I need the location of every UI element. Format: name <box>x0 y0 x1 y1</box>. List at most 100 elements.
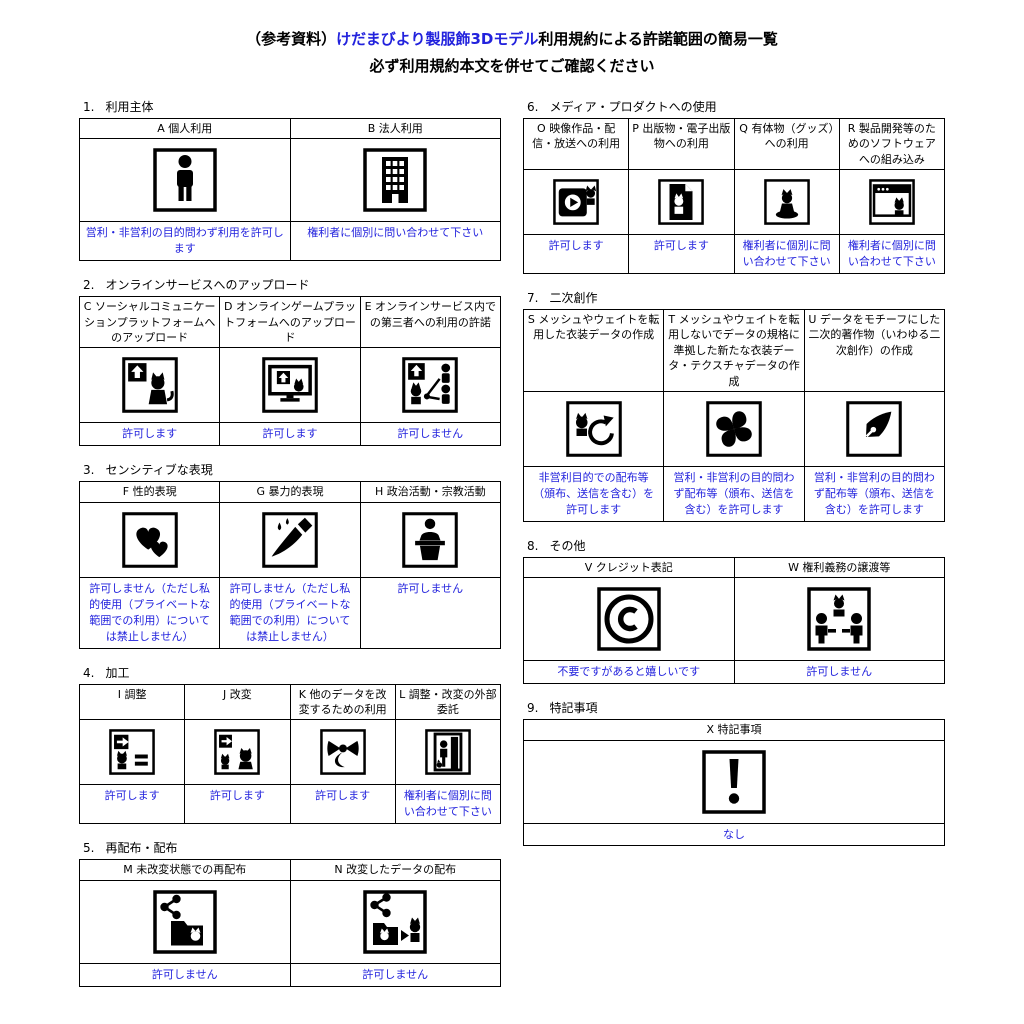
section-heading: 8. その他 <box>527 537 945 554</box>
outsource-door-icon <box>394 719 502 786</box>
title-prefix: （参考資料） <box>246 30 337 48</box>
item-header: X 特記事項 <box>523 719 945 741</box>
hearts-icon <box>78 501 221 578</box>
section-title: センシティブな表現 <box>105 463 213 478</box>
permission-text: 許可しません <box>733 660 945 685</box>
redistribute-icon <box>79 879 291 964</box>
software-icon <box>838 169 946 236</box>
section-number: 1. <box>83 100 95 114</box>
section-title: その他 <box>549 538 586 553</box>
section-number: 6. <box>527 100 539 114</box>
permission-text: 権利者に個別に問い合わせて下さい <box>838 234 946 275</box>
item-header: N 改変したデータの配布 <box>289 859 501 881</box>
section-number: 3. <box>83 463 95 478</box>
item-header: U データをモチーフにした二次的著作物（いわゆる二次創作）の作成 <box>803 309 946 392</box>
section-number: 5. <box>83 841 95 856</box>
item-header: H 政治活動・宗教活動 <box>359 481 502 503</box>
item-header: P 出版物・電子出版物への利用 <box>628 117 735 171</box>
permission-table: X 特記事項なし <box>523 719 945 847</box>
item-header: B 法人利用 <box>289 117 501 140</box>
item-header: M 未改変状態での再配布 <box>79 859 291 881</box>
copyright-icon <box>523 577 735 662</box>
section-number: 7. <box>527 291 539 306</box>
ribbon-icon <box>289 719 396 786</box>
item-header: C ソーシャルコミュニケーションプラットフォームへのアップロード <box>78 296 221 349</box>
distribute-modified-icon <box>289 879 501 964</box>
section-number: 4. <box>83 665 95 680</box>
item-header: I 調整 <box>78 683 186 721</box>
mesh-reuse-icon <box>522 391 665 467</box>
item-header: T メッシュやウェイトを転用しないでデータの規格に準拠した新たな衣装データ・テク… <box>663 309 805 392</box>
item-header: W 権利義務の譲渡等 <box>733 556 945 579</box>
section-heading: 9. 特記事項 <box>527 699 945 716</box>
section-title: 加工 <box>105 665 130 680</box>
goods-icon <box>733 169 840 236</box>
permission-text: 許可しません <box>359 576 502 649</box>
section-heading: 6. メディア・プロダクトへの使用 <box>527 98 945 115</box>
section-title: 利用主体 <box>105 100 154 114</box>
permission-text: 許可しません（ただし私的使用（プライベートな範囲での利用）については禁止しません… <box>78 576 221 649</box>
title-suffix: 利用規約による許諾範囲の簡易一覧 <box>538 30 778 48</box>
exclamation-icon <box>523 739 945 824</box>
person-icon <box>79 138 291 223</box>
section-title: メディア・プロダクトへの使用 <box>549 100 717 114</box>
item-header: Q 有体物（グッズ）への利用 <box>733 117 840 171</box>
page-title: （参考資料）けだまびより製服飾3Dモデル利用規約による許諾範囲の簡易一覧 必ず利… <box>0 26 1024 80</box>
rights-transfer-icon <box>733 577 945 662</box>
permission-text: 権利者に個別に問い合わせて下さい <box>394 784 502 825</box>
permission-text: 許可します <box>78 784 186 825</box>
permission-text: 営利・非営利の目的問わず配布等（頒布、送信を含む）を許可します <box>663 466 805 522</box>
modify-icon <box>184 719 291 786</box>
item-header: E オンラインサービス内での第三者への利用の許諾 <box>359 296 502 349</box>
costume-new-icon <box>663 391 805 467</box>
permission-text: 許可します <box>78 422 221 447</box>
upload-monitor-icon <box>219 347 361 424</box>
adjust-icon <box>78 719 186 786</box>
section-number: 8. <box>527 538 539 553</box>
title-product-name: けだまびより製服飾3Dモデル <box>336 30 539 48</box>
permission-text: なし <box>523 822 945 847</box>
podium-icon <box>359 501 502 578</box>
item-header: V クレジット表記 <box>523 556 735 579</box>
title-subtitle: 必ず利用規約本文を併せてご確認ください <box>369 57 655 75</box>
section-heading: 5.再配布・配布 <box>83 839 501 856</box>
publication-icon <box>628 169 735 236</box>
section-title: 特記事項 <box>549 701 598 716</box>
permission-text: 許可しません <box>359 422 502 447</box>
title-line-1: （参考資料）けだまびより製服飾3Dモデル利用規約による許諾範囲の簡易一覧 <box>0 26 1024 53</box>
section-9: 9. 特記事項 X 特記事項なし <box>523 699 945 847</box>
item-header: K 他のデータを改変するための利用 <box>289 683 396 721</box>
permission-text: 許可します <box>628 234 735 275</box>
building-icon <box>289 138 501 223</box>
section-number: 9. <box>527 701 539 716</box>
permission-text: 非営利目的での配布等（頒布、送信を含む）を許可します <box>522 466 665 522</box>
permission-text: 営利・非営利の目的問わず利用を許可します <box>79 221 291 262</box>
video-icon <box>522 169 630 236</box>
upload-share-icon <box>359 347 502 424</box>
item-header: L 調整・改変の外部委託 <box>394 683 502 721</box>
item-header: O 映像作品・配信・放送への利用 <box>522 117 630 171</box>
item-header: F 性的表現 <box>78 481 221 503</box>
item-header: A 個人利用 <box>79 117 291 140</box>
knife-icon <box>219 501 361 578</box>
item-header: J 改変 <box>184 683 291 721</box>
permission-text: 許可しません <box>79 962 291 987</box>
permission-text: 権利者に個別に問い合わせて下さい <box>733 234 840 275</box>
